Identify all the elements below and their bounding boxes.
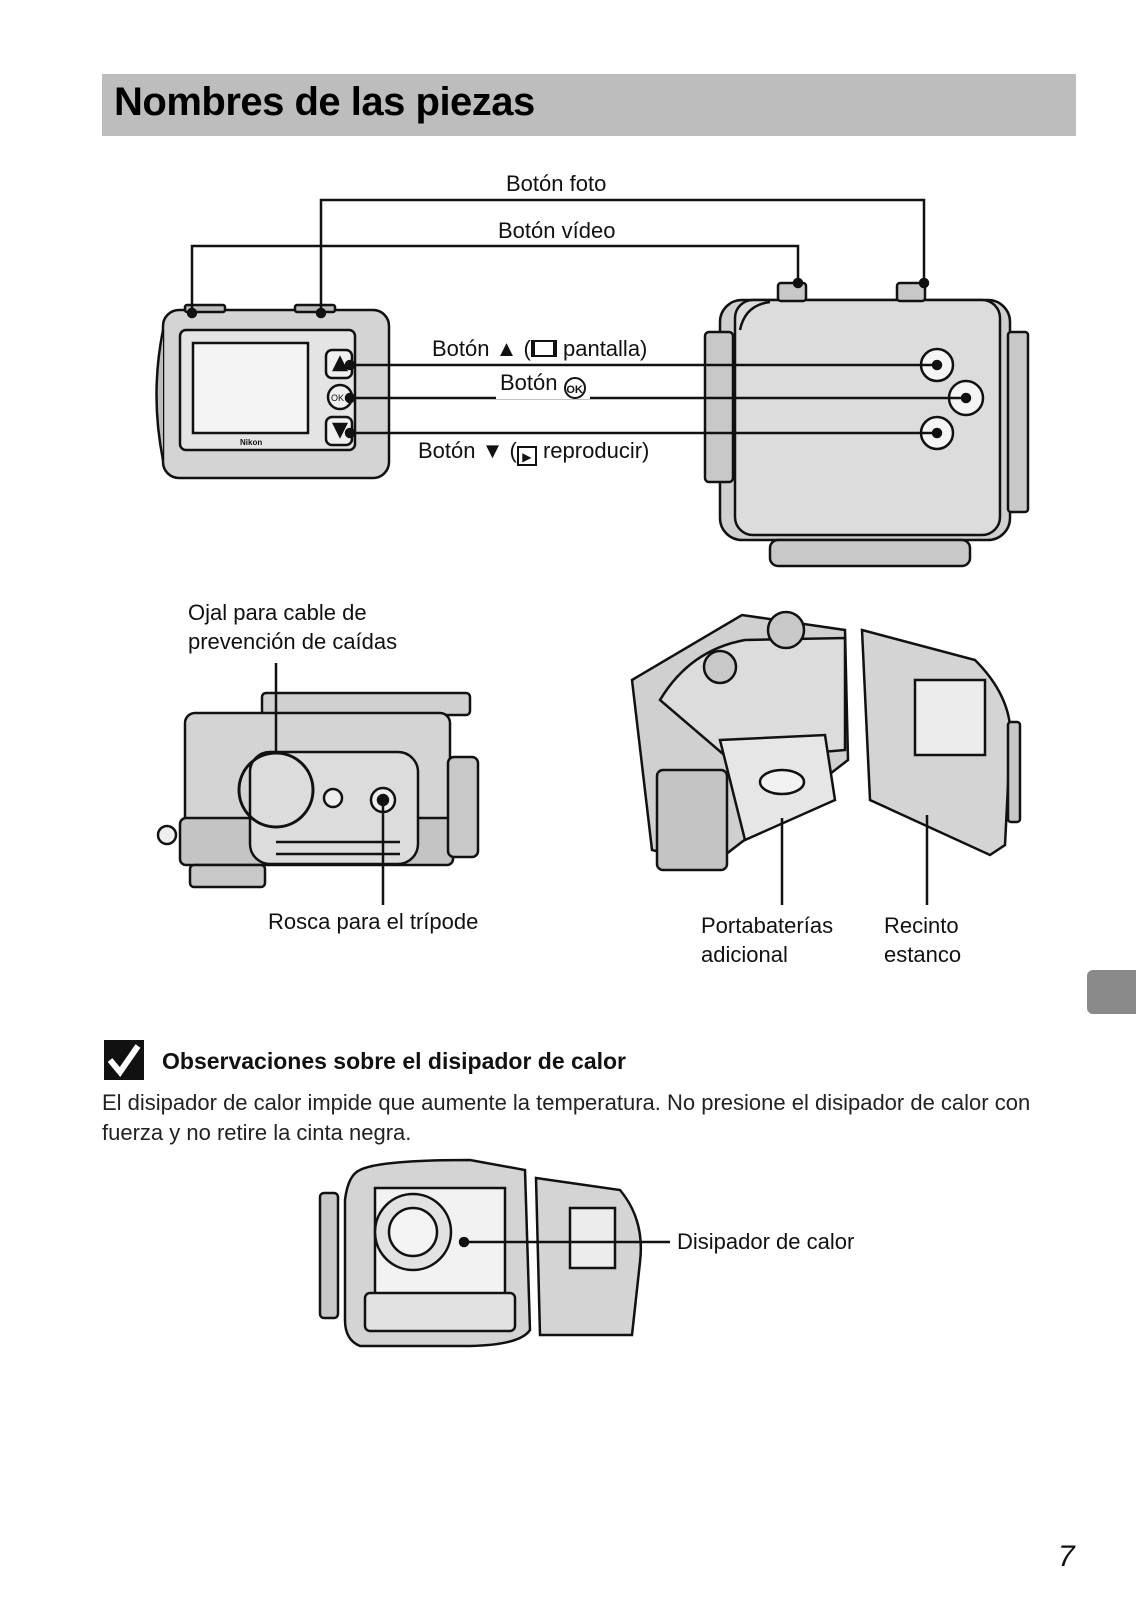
page-number: 7 bbox=[1058, 1540, 1075, 1573]
leader-lines-top bbox=[186, 198, 972, 439]
svg-text:Nikon: Nikon bbox=[240, 438, 262, 447]
monitor-icon bbox=[530, 340, 557, 357]
camera-front-illustration: Nikon OK bbox=[155, 303, 391, 480]
enclosure-label: Recinto estanco bbox=[884, 911, 961, 969]
note-body: El disipador de calor impide que aumente… bbox=[102, 1090, 1031, 1145]
enclosure-label-line1: Recinto bbox=[884, 913, 959, 938]
down-button-prefix: Botón bbox=[418, 438, 476, 463]
enclosure-label-line2: estanco bbox=[884, 942, 962, 967]
heatsink-illustration bbox=[318, 1158, 670, 1348]
title-bar: Nombres de las piezas bbox=[102, 74, 1076, 136]
page-title: Nombres de las piezas bbox=[114, 80, 535, 124]
play-icon: ▶ bbox=[516, 446, 537, 466]
svg-text:OK: OK bbox=[331, 393, 344, 403]
heatsink-label: Disipador de calor bbox=[677, 1229, 855, 1254]
up-button-label: Botón ▲ ( pantalla) bbox=[428, 334, 652, 363]
ok-button-text: Botón bbox=[500, 370, 558, 395]
up-triangle-icon: ▲ bbox=[495, 336, 518, 361]
eyelet-label-line2: prevención de caídas bbox=[188, 629, 398, 654]
tripod-label: Rosca para el trípode bbox=[268, 909, 479, 934]
battery-label-line1: Portabaterías bbox=[701, 913, 834, 938]
eyelet-label: Ojal para cable de prevención de caídas bbox=[188, 598, 397, 656]
down-triangle-icon: ▼ bbox=[481, 438, 504, 463]
eyelet-label-line1: Ojal para cable de bbox=[188, 600, 367, 625]
enclosure-open-illustration bbox=[630, 610, 1022, 905]
enclosure-bottom-illustration bbox=[156, 663, 480, 905]
ok-icon: OK bbox=[563, 377, 586, 399]
battery-label-line2: adicional bbox=[701, 942, 788, 967]
side-tab bbox=[1087, 970, 1136, 1014]
photo-button-label: Botón foto bbox=[506, 171, 607, 196]
battery-holder-label: Portabaterías adicional bbox=[701, 911, 833, 969]
down-button-label: Botón ▼ (▶ reproducir) bbox=[414, 436, 654, 466]
note-title: Observaciones sobre el disipador de calo… bbox=[162, 1048, 627, 1074]
up-button-suffix: pantalla) bbox=[562, 336, 648, 361]
down-button-suffix: reproducir) bbox=[542, 438, 650, 463]
video-button-label: Botón vídeo bbox=[498, 218, 616, 243]
enclosure-back-illustration bbox=[703, 281, 1030, 568]
ok-button-label: Botón OK bbox=[496, 368, 590, 399]
up-button-prefix: Botón bbox=[432, 336, 490, 361]
checkmark-note-icon bbox=[104, 1040, 144, 1080]
